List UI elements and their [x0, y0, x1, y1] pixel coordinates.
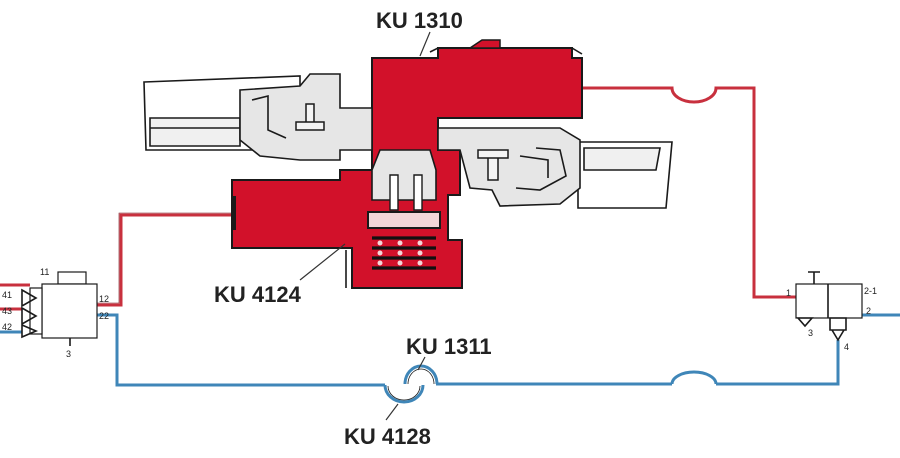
left-port-42: 42 — [2, 322, 12, 332]
supply-line-right — [582, 86, 796, 299]
leader-ku4128 — [385, 403, 399, 421]
label-ku4128: KU 4128 — [344, 424, 431, 449]
line-fitting-up-loop — [403, 364, 439, 385]
left-port-43: 43 — [2, 306, 12, 316]
right-port-1: 1 — [786, 288, 791, 298]
control-line-right — [716, 340, 840, 386]
valve-port-left — [232, 196, 236, 230]
right-port-2: 2 — [866, 306, 871, 316]
left-port-11: 11 — [40, 267, 49, 277]
relay-valve-body — [231, 39, 583, 289]
control-lines — [0, 313, 900, 404]
callout-leaders — [299, 31, 431, 421]
right-valve-body — [795, 283, 863, 319]
left-port-12: 12 — [99, 294, 109, 304]
label-ku1311: KU 1311 — [406, 334, 492, 359]
leader-ku1311 — [417, 356, 426, 371]
left-valve — [21, 271, 98, 346]
right-port-3: 3 — [808, 328, 813, 338]
label-ku4124: KU 4124 — [214, 282, 302, 307]
supply-line-left — [97, 213, 232, 307]
supply-lines — [0, 86, 796, 311]
left-valve-actuator — [57, 271, 87, 285]
left-port-3: 3 — [66, 349, 71, 359]
valve-stem — [371, 149, 437, 201]
right-valve-control — [829, 317, 847, 342]
piston-right — [477, 149, 509, 181]
spring-chamber — [367, 211, 441, 229]
left-port-22: 22 — [99, 311, 109, 321]
leader-ku1310 — [419, 31, 431, 57]
left-valve-body — [41, 283, 98, 339]
line-crossing-bump — [670, 370, 718, 385]
housing-wing-right — [577, 141, 673, 209]
valve-port-top — [467, 39, 501, 49]
right-port-2-1: 2-1 — [864, 286, 877, 296]
left-port-41: 41 — [2, 290, 12, 300]
return-spring — [372, 236, 436, 270]
control-line-left — [97, 313, 385, 387]
label-ku1310: KU 1310 — [376, 8, 463, 33]
line-fitting-down-loop — [383, 384, 425, 404]
piston-left — [295, 103, 325, 131]
right-port-4: 4 — [844, 342, 849, 352]
valve-right-housing — [437, 127, 581, 207]
leader-ku4124 — [299, 243, 346, 281]
right-valve — [795, 271, 863, 342]
